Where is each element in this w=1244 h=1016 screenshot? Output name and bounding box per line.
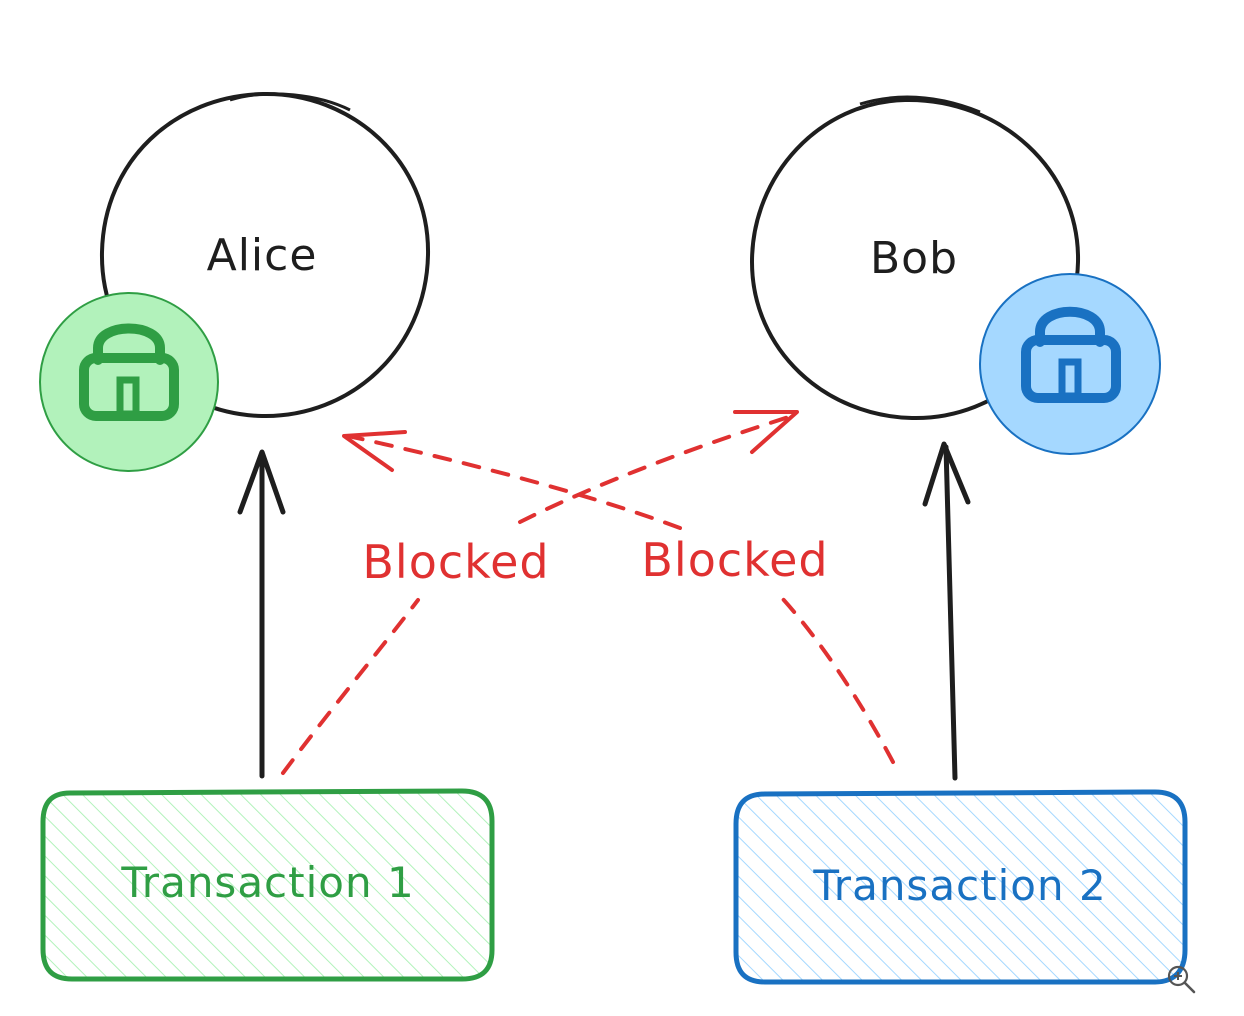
bob-label: Bob <box>870 233 958 284</box>
bob-node[interactable]: Bob <box>749 95 1081 421</box>
transaction-1-label: Transaction 1 <box>120 858 414 907</box>
blocked-arrow-t2-to-alice <box>342 430 895 764</box>
lock-icon <box>79 323 179 421</box>
transaction-2-label: Transaction 2 <box>812 861 1106 910</box>
arrow-t1-to-alice <box>237 449 286 779</box>
blocked-label-left: Blocked <box>362 535 549 589</box>
alice-lock-badge <box>39 292 219 472</box>
bob-lock-badge <box>979 273 1161 455</box>
lock-icon <box>1021 306 1121 403</box>
transaction-1-box[interactable]: Transaction 1 <box>40 788 495 982</box>
blocked-arrow-t1-to-bob <box>281 410 799 775</box>
zoom-in-icon <box>1167 965 1196 994</box>
alice-node[interactable]: Alice <box>99 91 431 419</box>
transaction-2-box[interactable]: Transaction 2 <box>733 789 1188 985</box>
alice-label: Alice <box>207 230 318 281</box>
alice-circle <box>99 91 431 419</box>
arrow-t2-to-bob <box>922 441 971 781</box>
zoom-in-button[interactable] <box>1164 962 1198 996</box>
blocked-label-right: Blocked <box>641 533 828 587</box>
bob-circle <box>749 97 1081 421</box>
